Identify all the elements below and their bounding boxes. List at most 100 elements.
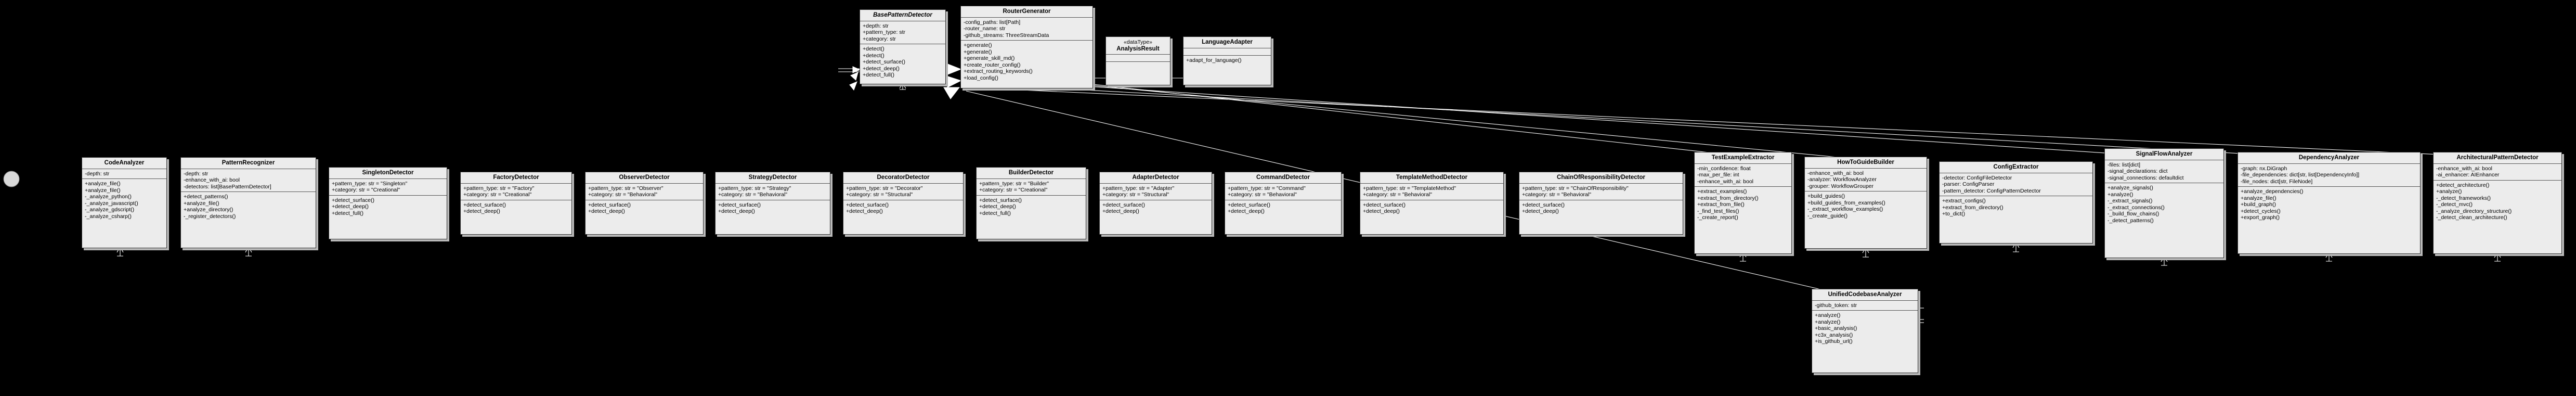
method-row: +detect_deep() — [463, 208, 500, 214]
uml-class-how-to-guide-builder[interactable]: HowToGuideBuilder-enhance_with_ai: bool-… — [1804, 157, 1927, 249]
uml-class-unified-codebase-analyzer[interactable]: UnifiedCodebaseAnalyzer-github_token: st… — [1812, 289, 1918, 373]
method-row: +basic_analysis() — [1815, 325, 1857, 331]
method-row: +detect_deep() — [332, 203, 369, 210]
class-name: DecoratorDetector — [877, 174, 930, 181]
attributes-compartment: -enhance_with_ai: bool-analyzer: Workflo… — [1805, 169, 1927, 191]
class-name: AdapterDetector — [1132, 174, 1179, 181]
uml-class-language-adapter[interactable]: LanguageAdapter+adapt_for_language() — [1183, 36, 1271, 85]
attributes-compartment: -depth: str — [82, 169, 166, 179]
method-row: +detect_deep() — [1228, 208, 1265, 214]
uml-class-chain-of-responsibility-detector[interactable]: ChainOfResponsibilityDetector+pattern_ty… — [1519, 172, 1683, 235]
uml-class-factory-detector[interactable]: FactoryDetector+pattern_type: str = "Fac… — [460, 172, 572, 235]
methods-compartment: +detect_surface()+detect_deep() — [843, 200, 963, 235]
class-title: CodeAnalyzer — [82, 158, 166, 169]
method-row: -_analyze_csharp() — [85, 213, 132, 220]
class-title: ChainOfResponsibilityDetector — [1519, 172, 1683, 184]
method-row: -_extract_connections() — [2107, 204, 2165, 211]
uml-class-singleton-detector[interactable]: SingletonDetector +pattern_type: str = "S… — [329, 167, 447, 239]
class-name: SingletonDetector — [362, 170, 414, 176]
method-row: -_find_test_files() — [1697, 208, 1739, 214]
methods-compartment: +detect_surface()+detect_deep() — [715, 200, 830, 235]
method-row: +build_guides() — [1807, 193, 1845, 199]
uml-class-template-method-detector[interactable]: TemplateMethodDetector+pattern_type: str… — [1360, 172, 1504, 235]
class-name: ObserverDetector — [619, 174, 670, 181]
uml-class-code-analyzer[interactable]: CodeAnalyzer-depth: str+analyze_file()+a… — [82, 157, 167, 248]
class-title: UnifiedCodebaseAnalyzer — [1812, 289, 1918, 301]
methods-compartment: +build_guides()+build_guides_from_exampl… — [1805, 191, 1927, 248]
method-row: +extract_examples() — [1697, 188, 1747, 195]
attributes-compartment: +pattern_type: str = "Decorator"+categor… — [843, 184, 963, 200]
method-row: +analyze_file() — [85, 181, 121, 187]
attribute-row: -enhance_with_ai: bool — [1807, 170, 1864, 176]
class-stereotype: «dataType» — [1124, 39, 1152, 45]
attribute-row: +pattern_type: str — [863, 29, 906, 35]
method-row: +detect_architecture() — [2436, 182, 2490, 188]
methods-compartment — [1106, 62, 1170, 85]
uml-class-test-example-extractor[interactable]: TestExampleExtractor-min_confidence: flo… — [1694, 152, 1792, 254]
uml-class-command-detector[interactable]: CommandDetector+pattern_type: str = "Com… — [1225, 172, 1342, 235]
method-row: +detect_surface() — [1522, 201, 1565, 208]
uml-class-signal-flow-analyzer[interactable]: SignalFlowAnalyzer-files: list[dict]-sig… — [2104, 148, 2224, 258]
class-title: ObserverDetector — [586, 172, 703, 184]
uml-class-builder-detector[interactable]: BuilderDetector+pattern_type: str = "Bui… — [976, 167, 1086, 239]
methods-compartment: +analyze_signals()+analyze()-_extract_si… — [2105, 183, 2223, 258]
attribute-row: -graph: nx.DiGraph — [2241, 165, 2287, 172]
uml-class-strategy-detector[interactable]: StrategyDetector+pattern_type: str = "St… — [715, 172, 830, 235]
uml-class-adapter-detector[interactable]: AdapterDetector+pattern_type: str = "Ada… — [1099, 172, 1212, 235]
method-row: -_extract_workflow_examples() — [1807, 206, 1883, 212]
class-title: DecoratorDetector — [843, 172, 963, 184]
method-row: +detect_deep() — [863, 65, 900, 72]
attributes-compartment: +pattern_type: str = "Singleton"+categor… — [329, 179, 447, 196]
method-row: +detect_surface() — [1228, 201, 1271, 208]
class-name: DependencyAnalyzer — [2298, 155, 2360, 161]
method-row: +detect_surface() — [846, 201, 889, 208]
method-row: +extract_routing_keywords() — [964, 68, 1033, 74]
method-row: +detect_surface() — [463, 201, 506, 208]
uml-class-config-extractor[interactable]: ConfigExtractor-detector: ConfigFileDete… — [1939, 161, 2093, 244]
uml-class-pattern-recognizer[interactable]: PatternRecognizer-depth: str-enhance_wit… — [180, 157, 316, 248]
class-title: ConfigExtractor — [1940, 162, 2092, 173]
method-row: +detect_patterns() — [184, 194, 228, 200]
class-name: StrategyDetector — [748, 174, 797, 181]
attribute-row: -depth: str — [184, 170, 209, 177]
method-row: -_register_detectors() — [184, 213, 236, 220]
attribute-row: -depth: str — [85, 170, 110, 177]
uml-class-decorator-detector[interactable]: DecoratorDetector +pattern_type: str = "D… — [843, 172, 964, 235]
attribute-row: -max_per_file: int — [1697, 172, 1739, 178]
uml-class-analysis-result[interactable]: «dataType»AnalysisResult — [1105, 36, 1170, 85]
attribute-row: +category: str = "Structural" — [846, 191, 913, 198]
attribute-row: +depth: str — [863, 22, 889, 29]
class-name: BasePatternDetector — [873, 12, 932, 18]
method-row: +is_github_url() — [1815, 338, 1853, 344]
attribute-row: -file_dependencies: dict[str, list[Depen… — [2241, 172, 2360, 178]
uml-class-router-generator[interactable]: RouterGenerator-config_paths: list[Path]… — [960, 6, 1093, 88]
method-row: +extract_from_directory() — [1942, 204, 2003, 211]
attribute-row: -github_token: str — [1815, 302, 1857, 309]
class-name: ArchitecturalPatternDetector — [2456, 155, 2539, 161]
class-title: FactoryDetector — [461, 172, 571, 184]
method-row: -_detect_frameworks() — [2436, 195, 2491, 201]
uml-class-architectural-pattern-detector[interactable]: ArchitecturalPatternDetector-enhance_wit… — [2433, 152, 2562, 254]
methods-compartment: +detect_surface()+detect_deep()+detect_f… — [329, 196, 447, 239]
method-row: +detect_deep() — [588, 208, 625, 214]
class-name: TestExampleExtractor — [1711, 155, 1775, 161]
uml-class-observer-detector[interactable]: ObserverDetector +pattern_type: str = "Ob… — [585, 172, 704, 235]
method-row: +detect_surface() — [588, 201, 631, 208]
method-row: -_analyze_python() — [85, 194, 132, 200]
attributes-compartment: +pattern_type: str = "Observer"+category… — [586, 184, 703, 200]
uml-class-base-pattern-detector[interactable]: BasePatternDetector +depth: str+pattern_t… — [860, 9, 946, 84]
method-row: +detect_full() — [979, 210, 1011, 216]
uml-class-dependency-analyzer[interactable]: DependencyAnalyzer -graph: nx.DiGraph-fil… — [2237, 152, 2421, 254]
method-row: -_create_guide() — [1807, 212, 1848, 219]
method-row: +analyze_signals() — [2107, 185, 2153, 191]
method-row: +detect_deep() — [979, 203, 1016, 210]
attribute-row: +category: str = "Behavioral" — [588, 191, 657, 198]
method-row: +detect_surface() — [1102, 201, 1146, 208]
class-title: CommandDetector — [1225, 172, 1341, 184]
method-row: +extract_from_file() — [1697, 201, 1745, 208]
attribute-row: +category: str = "Behavioral" — [718, 191, 787, 198]
attribute-row: +category: str = "Structural" — [1102, 191, 1169, 198]
method-row: +adapt_for_language() — [1186, 57, 1242, 63]
class-title: SingletonDetector — [329, 168, 447, 179]
method-row: -_detect_patterns() — [2107, 217, 2154, 224]
